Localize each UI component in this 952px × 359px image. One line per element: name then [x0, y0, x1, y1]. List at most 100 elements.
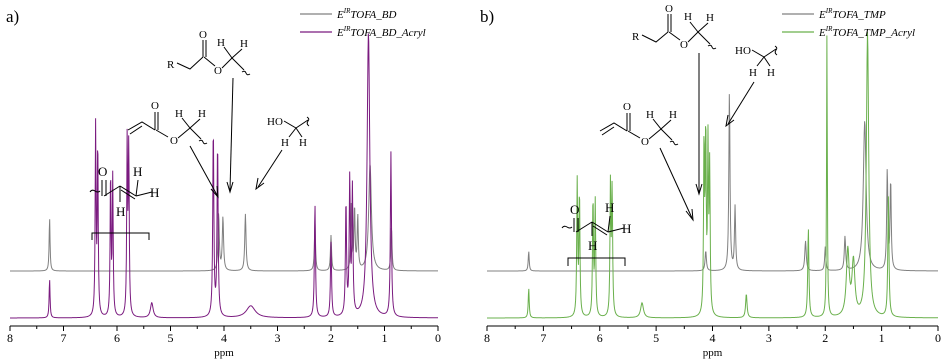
x-tick-label: 0 — [435, 331, 441, 345]
spectrum-line-reference — [9, 164, 438, 272]
oxygen-label: O — [641, 136, 649, 148]
legend-label: EIRTOFA_TMP — [818, 7, 886, 21]
x-tick-label: 3 — [766, 331, 772, 345]
oxygen-label: O — [665, 3, 673, 15]
hydrogen-label: H — [767, 67, 775, 79]
legend-label: EIRTOFA_BD_Acryl — [336, 25, 426, 39]
structure-acrylate-ester-a: O O H H — [127, 100, 208, 147]
hydrogen-label: H — [299, 137, 307, 149]
bond — [103, 185, 121, 197]
squiggle — [241, 70, 251, 76]
bond — [181, 117, 191, 129]
hydrogen-label: H — [605, 200, 614, 215]
x-tick-label: 7 — [540, 331, 546, 345]
x-tick-label: 7 — [61, 331, 67, 345]
x-tick-label: 1 — [382, 331, 388, 345]
bond — [763, 56, 771, 67]
bond — [203, 56, 216, 67]
arrowhead — [685, 208, 694, 222]
bond — [288, 127, 297, 138]
hydrogen-label: H — [622, 221, 631, 236]
annotation-arrow — [257, 149, 283, 188]
bond — [668, 31, 681, 41]
annotation-arrow — [659, 147, 693, 219]
bond — [176, 56, 204, 70]
bond — [660, 128, 673, 141]
bond — [751, 49, 765, 58]
bond — [223, 46, 233, 59]
bond — [119, 185, 137, 197]
bond — [763, 48, 777, 58]
bond — [652, 118, 662, 130]
bond — [627, 130, 641, 139]
annotation-arrow — [189, 145, 218, 196]
bond — [155, 129, 169, 138]
arrowhead — [226, 181, 234, 194]
x-tick-label: 3 — [275, 331, 281, 345]
panel-letter: a) — [6, 7, 19, 26]
squiggle — [306, 116, 310, 127]
vinyl-bracket — [91, 232, 150, 240]
bond — [231, 48, 243, 59]
x-tick-label: 8 — [7, 331, 13, 345]
bond — [127, 121, 156, 131]
legend-label: EIRTOFA_TMP_Acryl — [818, 25, 915, 39]
bond — [189, 118, 201, 129]
bond — [756, 56, 765, 67]
hydrogen-label: H — [646, 109, 654, 121]
bond — [295, 127, 303, 138]
x-axis-label: ppm — [214, 347, 234, 359]
bond — [231, 57, 245, 71]
bond — [283, 120, 297, 129]
structure-hydroxymethyl-b: HO H H — [735, 45, 778, 79]
bond — [221, 57, 233, 69]
oxygen-label: O — [199, 29, 207, 41]
oxygen-label: O — [570, 202, 579, 217]
hydrogen-label: H — [198, 108, 206, 120]
bond — [135, 179, 139, 197]
x-tick-label: 4 — [710, 331, 716, 345]
oxygen-label: O — [214, 65, 222, 77]
oxygen-label: O — [680, 39, 688, 51]
spectrum-line-acrylated — [10, 33, 439, 319]
hydrogen-label: H — [669, 109, 677, 121]
bond — [120, 189, 136, 200]
bond — [129, 125, 143, 135]
arrowhead — [255, 177, 265, 191]
hydrogen-label: H — [684, 11, 692, 23]
x-tick-label: 6 — [597, 331, 603, 345]
structure-acrylate-ester-b: O O H H — [599, 101, 679, 148]
arrowhead — [210, 185, 219, 199]
bond — [135, 191, 153, 197]
squiggle — [561, 225, 573, 229]
spectrum-line-reference — [487, 94, 938, 272]
structure-alkyl-ester-b: R O O H H — [632, 3, 717, 51]
arrowhead — [725, 114, 735, 128]
x-axis-label: ppm — [703, 347, 723, 359]
bond — [592, 225, 608, 236]
hydrogen-label: H — [749, 67, 757, 79]
x-tick-label: 1 — [879, 331, 885, 345]
arrowhead — [695, 183, 703, 196]
bond — [697, 31, 711, 45]
hydrogen-label: H — [240, 38, 248, 50]
legend-label: EIRTOFA_BD — [336, 7, 396, 21]
hydrogen-label: H — [706, 12, 714, 24]
hydrogen-label: H — [150, 185, 159, 200]
panel-letter: b) — [480, 7, 494, 26]
spectrum-line-acrylated — [487, 31, 938, 319]
squiggle — [707, 44, 717, 50]
x-tick-label: 5 — [168, 331, 174, 345]
annotation-arrow — [727, 81, 755, 125]
squiggle — [89, 189, 101, 193]
bond — [687, 31, 699, 43]
squiggle — [669, 140, 679, 146]
annotation-arrow — [229, 77, 234, 191]
hydrogen-label: H — [217, 37, 225, 49]
bond — [607, 215, 611, 233]
r-group-label: R — [167, 59, 175, 71]
x-tick-label: 8 — [484, 331, 490, 345]
bond — [601, 126, 615, 136]
